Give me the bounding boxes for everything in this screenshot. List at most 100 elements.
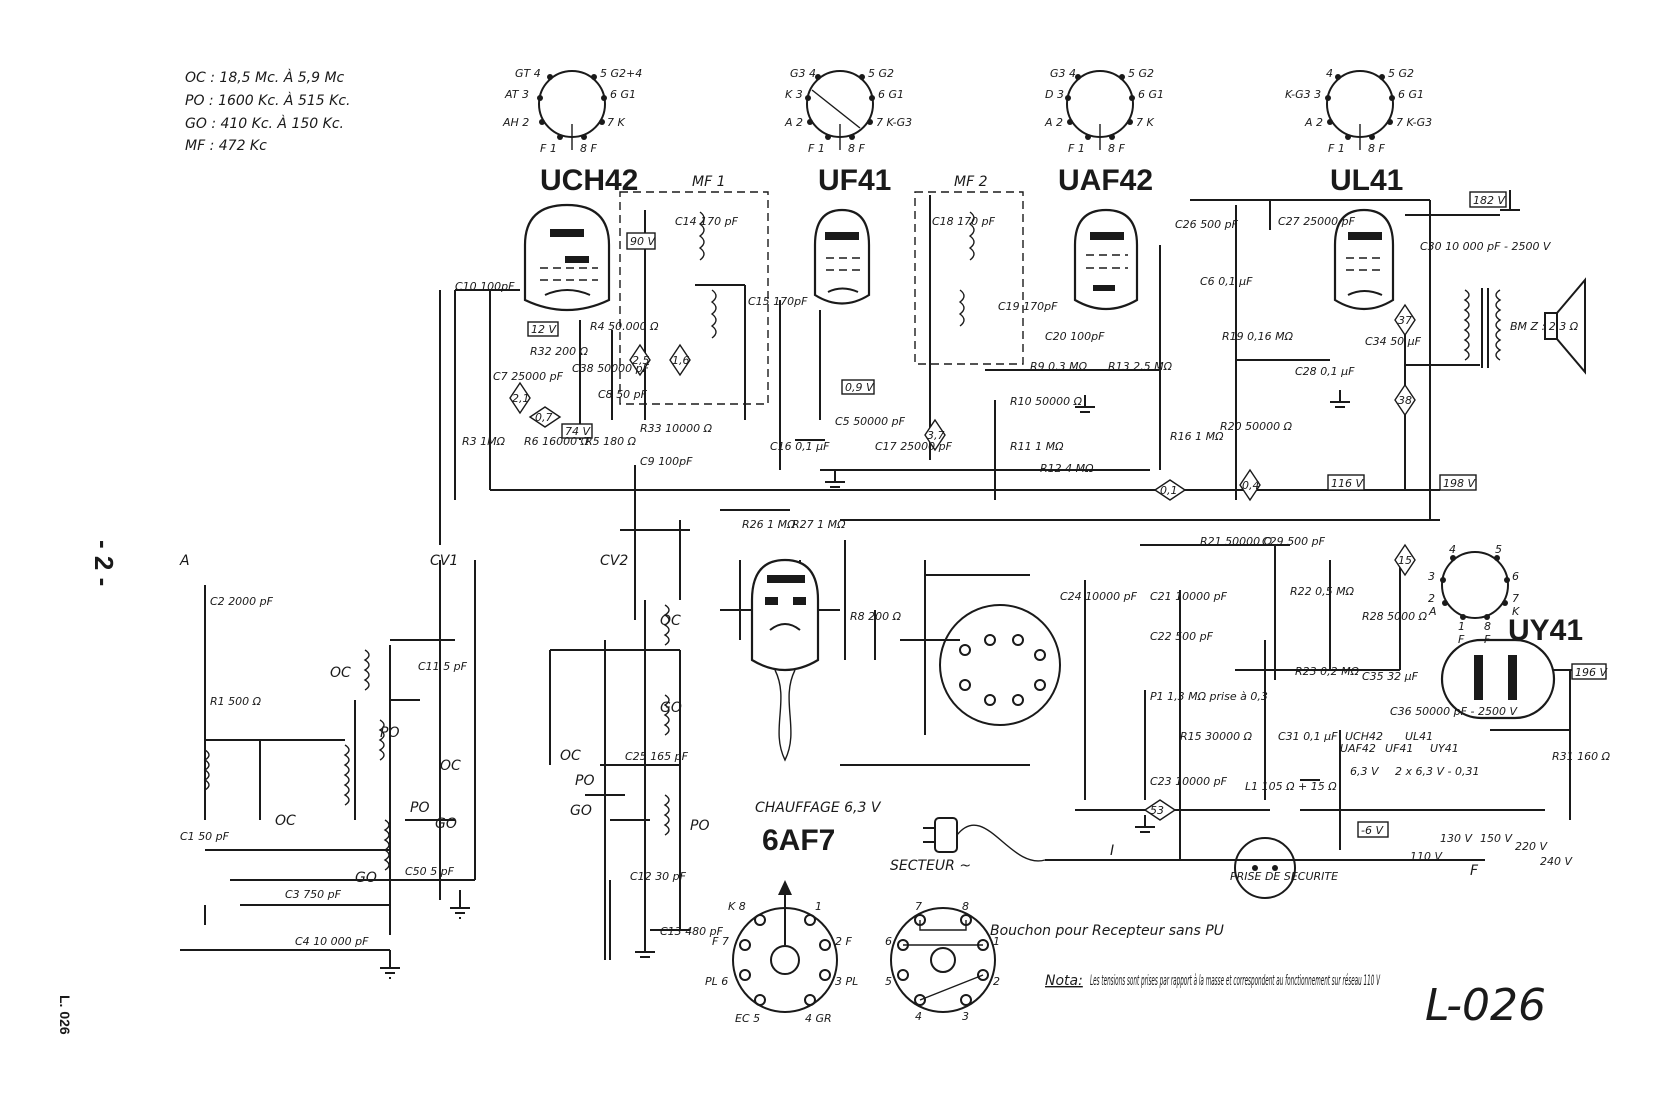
probe-1-6: 1,6	[672, 354, 690, 367]
plug-pin-8: 8	[962, 900, 969, 913]
uaf42-pin-d: D 3	[1045, 88, 1064, 101]
uf41-pin-f8: 8 F	[848, 142, 865, 155]
pickup-socket	[939, 604, 1061, 726]
label-r3: R3 1MΩ	[462, 435, 506, 448]
tube-label-uf41: UF41	[818, 164, 891, 197]
tube-ul41	[1333, 208, 1395, 310]
uch42-pin-k7: 7 K	[607, 116, 625, 129]
mains-plug-icon	[923, 817, 1046, 862]
probe-15: 15	[1398, 554, 1412, 567]
label-r12: R12 4 MΩ	[1040, 462, 1094, 475]
label-l1: L1 105 Ω + 15 Ω	[1245, 780, 1337, 793]
label-c28: C28 0,1 µF	[1295, 365, 1355, 378]
plug-title: Bouchon pour Recepteur sans PU	[990, 923, 1224, 939]
misc-labels: CV1 CV2 A OC PO GO OC OC PO GO OC GO PO …	[179, 553, 1573, 886]
tube-uaf42	[1073, 208, 1139, 310]
uf41-pin-g3: G3 4	[790, 67, 816, 80]
mf2-transformer: MF 2	[914, 174, 1024, 365]
loudspeaker-icon	[1544, 277, 1586, 375]
label-c2: C2 2000 pF	[210, 595, 274, 608]
uf41-pin-g1: 6 G1	[878, 88, 904, 101]
label-po-wafer: PO	[575, 773, 594, 789]
pin-diagram-uf41: G3 4 5 G2 K 3 6 G1 A 2 7 K-G3 F 1 8 F	[784, 67, 912, 155]
uf41-pin-k-g3: 7 K-G3	[876, 116, 912, 129]
label-oc-mid: OC	[660, 613, 681, 629]
label-fuse: F	[1470, 863, 1479, 879]
freq-oc: OC : 18,5 Mc. À 5,9 Mc	[185, 69, 345, 86]
label-r5: R5 180 Ω	[585, 435, 637, 448]
side-reference: L. 026	[57, 995, 73, 1035]
freq-po: PO : 1600 Kc. À 515 Kc.	[185, 92, 350, 109]
uch42-pin-f8: 8 F	[580, 142, 597, 155]
label-c16: C16 0,1 µF	[770, 440, 830, 453]
uy41-pin-5: 5	[1495, 543, 1502, 556]
ul41-pin-f1: F 1	[1328, 142, 1345, 155]
socket-pin-1: 1	[815, 900, 822, 913]
label-r16: R16 1 MΩ	[1170, 430, 1224, 443]
uy41-pin-a: A	[1428, 605, 1437, 618]
main-wiring	[180, 195, 1590, 960]
tube-label-6af7: 6AF7	[762, 824, 835, 857]
pin-diagram-uy41: 4 5 6 3 2 7 A K 1 8 F F	[1428, 543, 1520, 646]
freq-mf: MF : 472 Kc	[185, 138, 267, 154]
probe-points: 2,5 1,6 2,1 0,7 3,7 0,1 0,4 37 38 15 53	[509, 303, 1416, 821]
label-po-mid: PO	[690, 818, 709, 834]
uy41-pin-6: 6	[1512, 570, 1519, 583]
tap-220v: 220 V	[1515, 840, 1548, 853]
tap-130v: 130 V	[1440, 832, 1473, 845]
label-c7: C7 25000 pF	[493, 370, 564, 383]
probe-3-7: 3,7	[927, 429, 945, 442]
label-prise-securite: PRISE DE SECURITE	[1230, 870, 1338, 883]
heater-uy41: UY41	[1430, 742, 1459, 755]
ground-icon	[380, 190, 1520, 979]
tube-label-uaf42: UAF42	[1058, 164, 1153, 197]
uch42-pin-ah2: AH 2	[502, 116, 529, 129]
probe-0-4: 0,4	[1242, 479, 1260, 492]
component-labels: C10 100pF C14 170 pF C15 170pF C18 170 p…	[180, 215, 1611, 948]
ul41-pin-g1: 6 G1	[1398, 88, 1424, 101]
ul41-pin-k-g3: K-G3 3	[1285, 88, 1321, 101]
label-switch-i: I	[1110, 843, 1114, 859]
label-c29: C29 500 pF	[1262, 535, 1326, 548]
plug-pin-5: 5	[885, 975, 892, 988]
socket-pin-ec5: EC 5	[735, 1012, 760, 1025]
label-oc-left: OC	[330, 665, 351, 681]
label-p1: P1 1,3 MΩ prise à 0,3	[1150, 690, 1268, 703]
label-r26: R26 1 MΩ	[742, 518, 796, 531]
label-c23: C23 10000 pF	[1150, 775, 1228, 788]
plug-pin-3: 3	[962, 1010, 969, 1023]
label-c8: C8 50 pF	[598, 388, 648, 401]
socket-pin-k8: K 8	[728, 900, 746, 913]
label-go-wafer: GO	[570, 803, 592, 819]
label-r28: R28 5000 Ω	[1362, 610, 1428, 623]
label-c21: C21 10000 pF	[1150, 590, 1228, 603]
label-c18: C18 170 pF	[932, 215, 996, 228]
label-c14: C14 170 pF	[675, 215, 739, 228]
uy41-pin-f8: F	[1484, 633, 1491, 646]
label-c24: C24 10000 pF	[1060, 590, 1138, 603]
tube-uf41	[813, 208, 871, 305]
note-title: Nota:	[1045, 973, 1083, 989]
label-c38: C38 50000 pF	[572, 362, 650, 375]
uf41-pin-a: A 2	[784, 116, 803, 129]
label-po-switch: PO	[410, 800, 429, 816]
heater-uch42: UCH42	[1345, 730, 1383, 743]
label-r15: R15 30000 Ω	[1180, 730, 1253, 743]
label-r22: R22 0,5 MΩ	[1290, 585, 1355, 598]
label-r9: R9 0,3 MΩ	[1030, 360, 1088, 373]
label-r32: R32 200 Ω	[530, 345, 589, 358]
label-po-left: PO	[380, 725, 399, 741]
label-r8: R8 200 Ω	[850, 610, 902, 623]
label-go-mid: GO	[660, 700, 682, 716]
uaf42-pin-g2: 5 G2	[1128, 67, 1154, 80]
label-c1: C1 50 pF	[180, 830, 230, 843]
uaf42-pin-f1: F 1	[1068, 142, 1085, 155]
tube-label-uy41: UY41	[1508, 614, 1583, 647]
label-c9: C9 100pF	[640, 455, 693, 468]
label-c36: C36 50000 pF - 2500 V	[1390, 705, 1518, 718]
label-r33: R33 10000 Ω	[640, 422, 713, 435]
tube-label-ul41: UL41	[1330, 164, 1403, 197]
label-r6: R6 16000 Ω	[524, 435, 590, 448]
label-r19: R19 0,16 MΩ	[1222, 330, 1294, 343]
